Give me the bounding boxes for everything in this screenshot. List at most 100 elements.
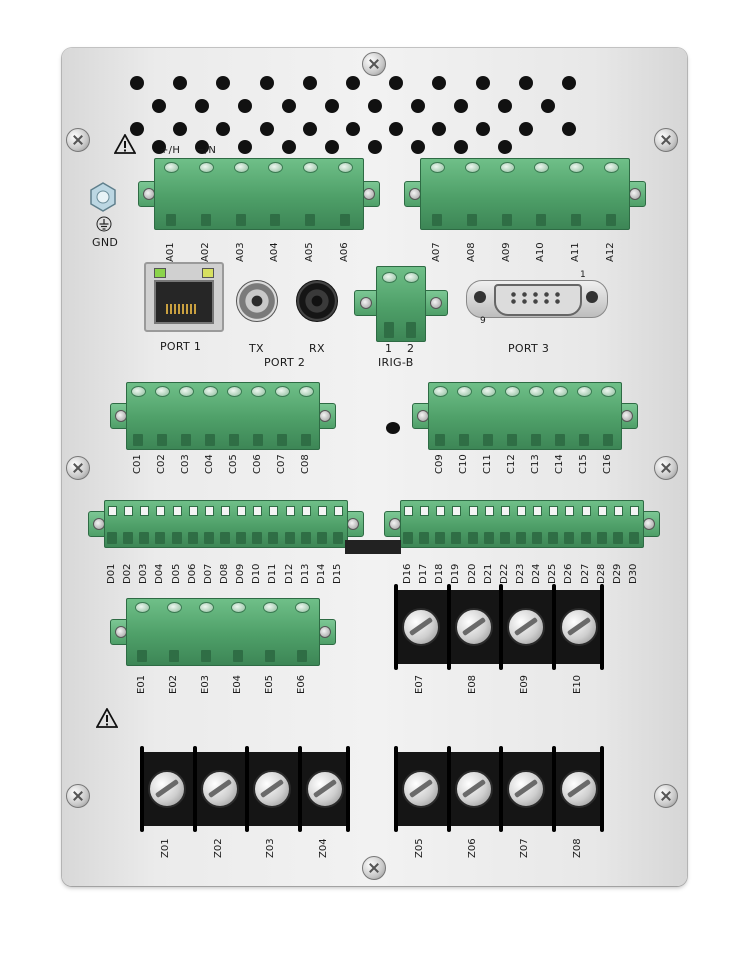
terminal-pin <box>603 434 613 446</box>
terminal-screw <box>203 386 218 397</box>
terminal-pin <box>339 214 350 226</box>
wire-slot <box>565 506 575 516</box>
vent-hole <box>324 140 339 154</box>
terminal-block-a-left[interactable] <box>154 158 364 230</box>
terminal-block-a-right[interactable] <box>420 158 630 230</box>
terminal-pin <box>229 434 239 446</box>
terminal-label: A11 <box>570 242 581 262</box>
barrier-screw[interactable] <box>402 608 441 646</box>
terminal-pin <box>507 434 517 446</box>
terminal-label: D26 <box>563 563 575 584</box>
terminal-label: E02 <box>168 674 179 694</box>
panel-screw <box>66 128 90 152</box>
terminal-pin <box>139 532 150 544</box>
wire-slot <box>285 506 295 516</box>
terminal-screw <box>601 386 616 397</box>
terminal-screw <box>231 602 246 613</box>
terminal-label: D20 <box>466 563 478 584</box>
port2-tx-connector[interactable] <box>236 280 278 322</box>
terminal-label: D25 <box>547 563 559 584</box>
terminal-label: D27 <box>579 563 591 584</box>
barrier-rib <box>394 746 398 832</box>
barrier-screw[interactable] <box>200 770 239 808</box>
barrier-screw[interactable] <box>454 608 493 646</box>
terminal-label: A05 <box>304 242 315 262</box>
vent-hole <box>281 99 296 113</box>
terminal-screw <box>295 602 310 613</box>
terminal-screw <box>303 162 318 173</box>
vent-hole <box>346 76 360 90</box>
terminal-label: C14 <box>554 454 565 474</box>
wire-slot <box>156 506 166 516</box>
terminal-label: A03 <box>234 242 246 262</box>
barrier-rib <box>600 746 604 832</box>
vent-hole <box>497 140 512 154</box>
terminal-screw <box>131 386 146 397</box>
panel-screw <box>654 128 678 152</box>
terminal-label: A02 <box>200 242 211 262</box>
terminal-pin <box>403 532 414 544</box>
vent-hole <box>497 99 512 113</box>
terminal-label: C10 <box>458 454 469 474</box>
barrier-rib <box>297 746 302 832</box>
port1-label: PORT 1 <box>160 340 202 353</box>
vent-hole <box>562 122 576 136</box>
barrier-screw[interactable] <box>559 770 598 808</box>
terminal-pin <box>253 434 263 446</box>
terminal-screw <box>603 162 619 173</box>
barrier-rib <box>245 746 249 832</box>
terminal-pin <box>235 214 246 226</box>
barrier-screw[interactable] <box>253 770 292 808</box>
irig-b-label: IRIG-B <box>378 356 414 369</box>
terminal-pin <box>580 532 591 544</box>
terminal-label: D22 <box>498 563 510 584</box>
barrier-screw[interactable] <box>507 608 546 646</box>
terminal-pin <box>435 434 445 446</box>
barrier-screw[interactable] <box>507 770 546 808</box>
ground-stud[interactable] <box>88 182 118 212</box>
panel-screw <box>362 52 386 76</box>
terminal-pin <box>137 650 147 662</box>
minus-n-label: −/N <box>196 145 217 156</box>
vent-hole <box>324 99 339 113</box>
wire-slot <box>484 506 494 516</box>
vent-hole <box>475 76 490 90</box>
terminal-block-e-left[interactable] <box>126 598 320 666</box>
terminal-label: C03 <box>180 454 191 474</box>
terminal-screw <box>433 386 448 397</box>
terminal-screw <box>382 272 397 283</box>
flange-screw <box>629 188 641 200</box>
terminal-label: D05 <box>170 563 182 584</box>
terminal-pin <box>532 532 543 544</box>
vent-hole <box>173 122 188 136</box>
port1-ethernet-jack[interactable] <box>144 262 224 332</box>
barrier-screw[interactable] <box>402 770 441 808</box>
terminal-label: C02 <box>156 454 167 474</box>
terminal-screw <box>505 386 520 397</box>
rx-label: RX <box>309 342 325 355</box>
terminal-label: C04 <box>204 454 215 474</box>
wire-slot <box>452 506 462 516</box>
barrier-screw[interactable] <box>454 770 493 808</box>
barrier-screw[interactable] <box>148 770 187 808</box>
terminal-label: D09 <box>235 563 247 584</box>
wire-slot <box>404 506 414 516</box>
barrier-rib <box>499 584 503 670</box>
terminal-label: D04 <box>154 563 166 584</box>
port2-rx-connector[interactable] <box>296 280 338 322</box>
terminal-label: D12 <box>283 563 295 584</box>
terminal-label: E08 <box>466 674 478 694</box>
barrier-screw[interactable] <box>559 608 598 646</box>
block-divider <box>345 540 401 554</box>
vent-hole <box>173 76 188 90</box>
wire-slot <box>253 506 263 516</box>
vent-hole <box>454 140 469 154</box>
terminal-pin <box>483 434 493 446</box>
tx-label: TX <box>249 342 264 355</box>
terminal-label: D13 <box>299 563 311 584</box>
wire-slot <box>581 506 591 516</box>
barrier-screw[interactable] <box>305 770 344 808</box>
terminal-pin <box>203 532 214 544</box>
terminal-screw <box>534 162 550 173</box>
terminal-pin <box>499 532 510 544</box>
